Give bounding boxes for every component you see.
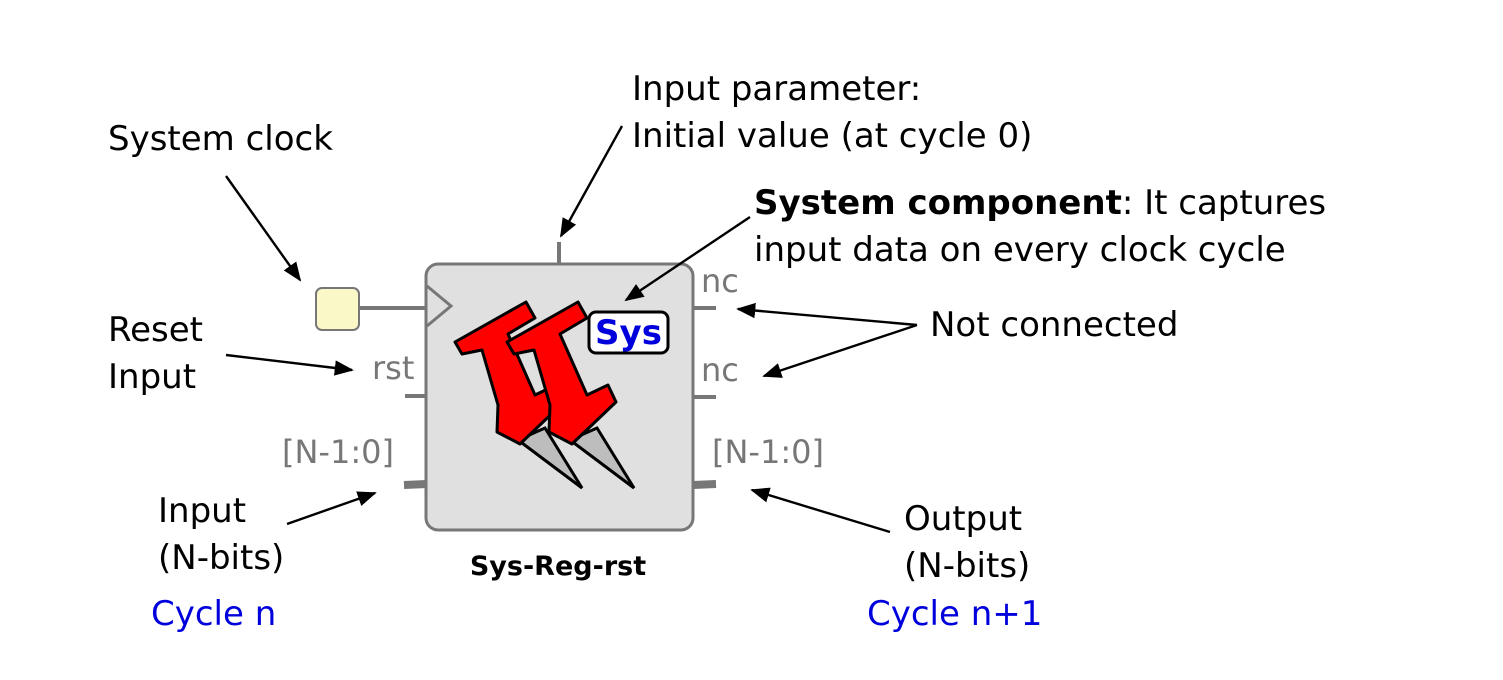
nc-top-port-label: nc [701, 262, 739, 300]
output-label-line1: Output [904, 499, 1022, 539]
sys-badge-label: Sys [595, 313, 662, 353]
not-connected-label: Not connected [930, 305, 1178, 345]
system-component-bold: System component [754, 183, 1122, 223]
arrow-not-connected-bottom [762, 323, 918, 378]
arrow-system-clock [225, 175, 302, 282]
arrow-input [286, 491, 377, 526]
input-label-line2: (N-bits) [158, 538, 284, 578]
arrow-system-component [624, 216, 751, 302]
system-component-label-line1: System component: It captures [754, 183, 1326, 223]
reset-label-line1: Reset [108, 310, 203, 350]
cycle-in-label: Cycle n [151, 594, 276, 634]
arrow-output [750, 487, 891, 534]
system-component-label-line2: input data on every clock cycle [754, 230, 1286, 270]
component-name: Sys-Reg-rst [470, 551, 646, 582]
arrow-reset-input [225, 353, 354, 376]
input-bus-port-label: [N-1:0] [282, 433, 394, 471]
system-component-rest: : It captures [1122, 183, 1326, 223]
sys-badge [587, 310, 670, 355]
input-label-line1: Input [158, 491, 246, 531]
output-bus-port-label: [N-1:0] [712, 433, 824, 471]
reset-label-line2: Input [108, 357, 196, 397]
param-label-line1: Input parameter: [632, 69, 921, 109]
clock-triangle-icon [426, 284, 454, 328]
push-pin-icon [453, 300, 636, 490]
cycle-out-label: Cycle n+1 [867, 594, 1042, 634]
param-label-line2: Initial value (at cycle 0) [632, 116, 1032, 156]
system-clock-label: System clock [108, 119, 333, 159]
output-label-line2: (N-bits) [904, 546, 1030, 586]
input-bus-pin [403, 480, 428, 489]
rst-port-label: rst [372, 349, 414, 387]
arrow-input-parameter [559, 125, 624, 238]
output-bus-pin [692, 480, 717, 489]
clock-source[interactable] [315, 287, 360, 331]
arrow-not-connected-top [736, 302, 918, 327]
nc-bottom-port-label: nc [701, 351, 739, 389]
